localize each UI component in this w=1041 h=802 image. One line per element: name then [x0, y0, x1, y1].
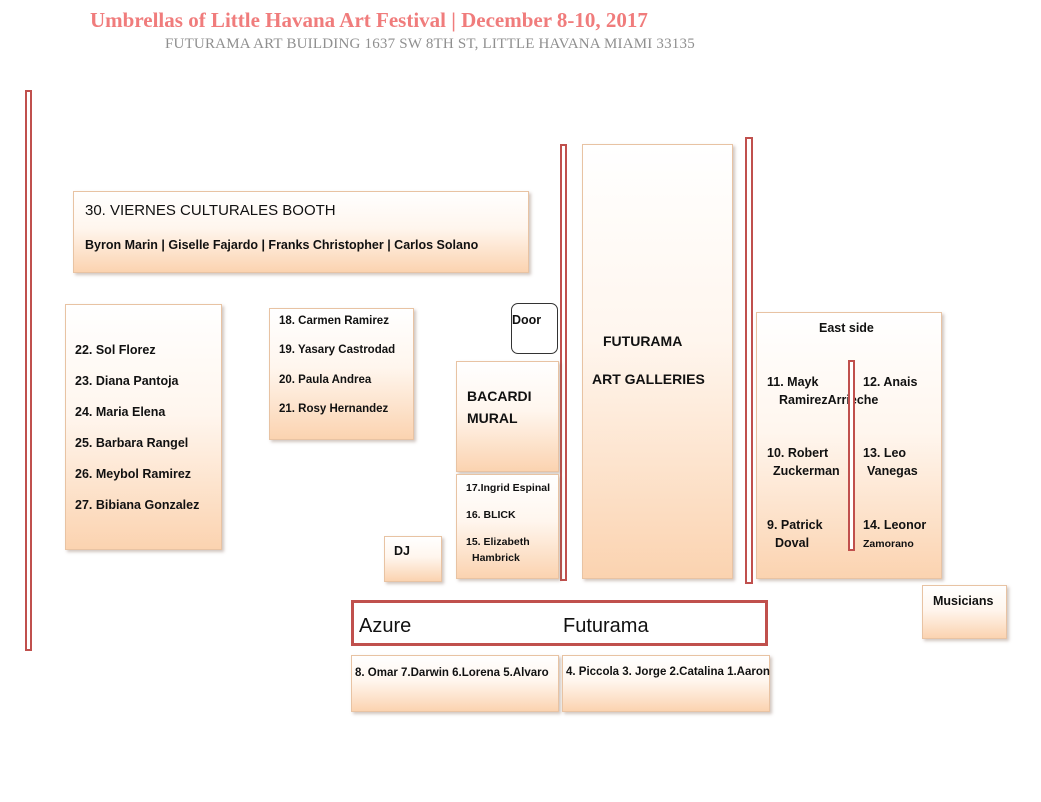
booth-20: 20. Paula Andrea	[279, 374, 372, 386]
dj-label: DJ	[394, 544, 410, 558]
east-wall	[745, 137, 753, 584]
west-wall	[25, 90, 32, 651]
booth-14-line1: 14. Leonor	[863, 518, 927, 532]
booth-26: 26. Meybol Ramirez	[75, 467, 192, 481]
booth-24: 24. Maria Elena	[75, 405, 166, 419]
musicians-area: Musicians	[922, 585, 1007, 639]
door: Door	[511, 303, 558, 354]
booth-10-line2: Zuckerman	[773, 464, 840, 478]
booths-8-to-5: 8. Omar 7.Darwin 6.Lorena 5.Alvaro	[355, 667, 549, 679]
page-title: Umbrellas of Little Havana Art Festival …	[90, 8, 648, 32]
dj-booth: DJ	[384, 536, 442, 582]
booth-12-line1: 12. Anais	[863, 375, 918, 389]
east-side-heading: East side	[819, 321, 874, 335]
east-side-block: East side 11. Mayk RamirezArrieche 12. A…	[756, 312, 942, 579]
booth-27: 27. Bibiana Gonzalez	[75, 498, 200, 512]
galleries-label-line2: ART GALLERIES	[592, 371, 705, 387]
booth-19: 19. Yasary Castrodad	[279, 344, 396, 356]
booth-21: 21. Rosy Hernandez	[279, 403, 389, 415]
booth-10-line1: 10. Robert	[767, 446, 829, 460]
bottom-booths-left: 8. Omar 7.Darwin 6.Lorena 5.Alvaro	[351, 655, 559, 712]
page-subtitle: FUTURAMA ART BUILDING 1637 SW 8TH ST, LI…	[165, 36, 695, 52]
booth-23: 23. Diana Pantoja	[75, 374, 179, 388]
booth-11-line1: 11. Mayk	[767, 375, 819, 389]
bacardi-mural: BACARDI MURAL	[456, 361, 559, 472]
booth-15-line2: Hambrick	[472, 552, 520, 564]
center-booth-block: 18. Carmen Ramirez 19. Yasary Castrodad …	[269, 308, 414, 440]
azure-label: Azure	[359, 615, 412, 637]
booth-16: 16. BLICK	[466, 509, 516, 521]
door-label: Door	[512, 313, 542, 327]
azure-futurama-area: Azure Futurama	[351, 600, 768, 646]
booth-18: 18. Carmen Ramirez	[279, 315, 389, 327]
viernes-title: 30. VIERNES CULTURALES BOOTH	[85, 202, 336, 219]
booth-13-line2: Vanegas	[867, 464, 918, 478]
booths-4-to-1: 4. Piccola 3. Jorge 2.Catalina 1.Aaron	[566, 666, 770, 678]
viernes-artists: Byron Marin | Giselle Fajardo | Franks C…	[85, 238, 479, 252]
bacardi-label-line2: MURAL	[467, 410, 518, 426]
futurama-art-galleries: FUTURAMA ART GALLERIES	[582, 144, 733, 579]
center-wall	[560, 144, 567, 581]
mural-booth-block: 17.Ingrid Espinal 16. BLICK 15. Elizabet…	[456, 474, 559, 579]
booth-22: 22. Sol Florez	[75, 343, 156, 357]
booth-9-line2: Doval	[775, 536, 810, 550]
booth-9-line1: 9. Patrick	[767, 518, 823, 532]
booth-13-line1: 13. Leo	[863, 446, 907, 460]
galleries-label-line1: FUTURAMA	[603, 333, 683, 349]
booth-25: 25. Barbara Rangel	[75, 436, 189, 450]
booth-14-line2: Zamorano	[863, 538, 914, 550]
west-booth-block: 22. Sol Florez 23. Diana Pantoja 24. Mar…	[65, 304, 222, 550]
booth-11-line2: RamirezArrieche	[779, 393, 879, 407]
east-side-divider	[848, 360, 855, 551]
booth-17: 17.Ingrid Espinal	[466, 482, 551, 494]
booth-15-line1: 15. Elizabeth	[466, 536, 530, 548]
bottom-booths-right: 4. Piccola 3. Jorge 2.Catalina 1.Aaron	[562, 655, 770, 712]
viernes-culturales-booth: 30. VIERNES CULTURALES BOOTH Byron Marin…	[73, 191, 529, 273]
musicians-label: Musicians	[933, 594, 994, 608]
futurama-label: Futurama	[563, 615, 649, 637]
bacardi-label-line1: BACARDI	[467, 388, 532, 404]
